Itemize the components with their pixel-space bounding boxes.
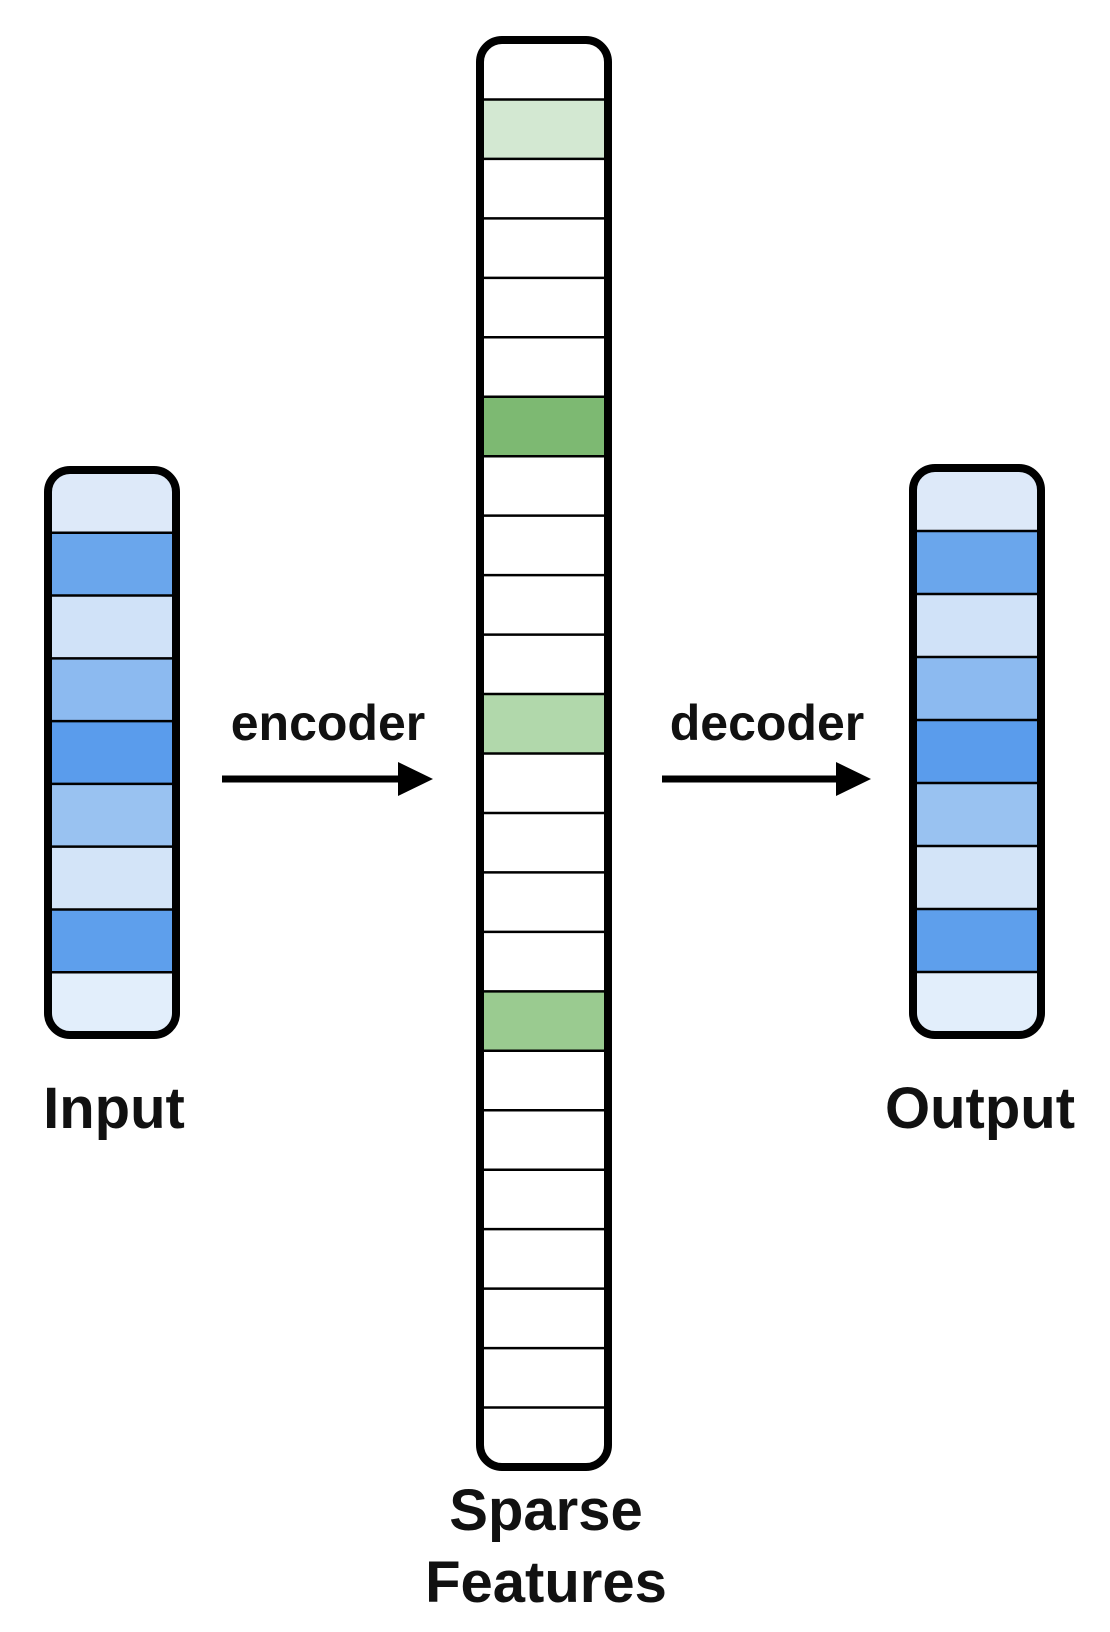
sparse-feature-cell-17 [480,991,608,1051]
input-cell-1 [48,470,176,533]
output-vector [909,464,1045,1039]
output-cell-5 [913,720,1041,783]
sparse-feature-cell-23 [480,1348,608,1408]
sparse-feature-cell-7 [480,396,608,457]
sparse-feature-cell-16 [480,931,608,992]
decoder-label: decoder [670,695,865,751]
output-cell-1 [913,468,1041,531]
output-cell-6 [913,783,1041,846]
sparse-feature-cell-15 [480,872,608,932]
input-cell-4 [48,658,176,722]
output-cell-2 [913,531,1041,594]
sparse-feature-cell-13 [480,753,608,813]
sparse-feature-cell-22 [480,1288,608,1349]
sparse-feature-cell-8 [480,456,608,516]
sparse-feature-cell-24 [480,1407,608,1467]
decoder-arrow [662,762,871,796]
sparse-feature-cell-1 [480,40,608,100]
encoder-arrow [222,762,433,796]
sparse-feature-cell-6 [480,337,608,397]
sparse-feature-cell-9 [480,515,608,576]
sparse-features-label-line2: Features [425,1550,667,1615]
sparse-feature-cell-11 [480,634,608,695]
sparse-feature-cell-10 [480,575,608,635]
input-cell-9 [48,972,176,1035]
sparse-feature-cell-12 [480,694,608,754]
input-cell-3 [48,595,176,659]
sparse-feature-cell-5 [480,277,608,338]
output-cell-9 [913,972,1041,1035]
input-label: Input [43,1076,185,1141]
encoder-label: encoder [231,695,426,751]
sparse-feature-cell-19 [480,1110,608,1170]
input-vector [44,466,180,1039]
sparse-feature-cell-21 [480,1229,608,1289]
output-cell-8 [913,909,1041,972]
input-cell-5 [48,721,176,784]
input-cell-8 [48,909,176,973]
input-cell-7 [48,846,176,910]
sparse-feature-cell-20 [480,1169,608,1230]
output-label: Output [885,1076,1075,1141]
sparse-feature-cell-4 [480,218,608,278]
sparse-feature-cell-14 [480,812,608,873]
output-cell-4 [913,657,1041,720]
sparse-feature-cell-2 [480,99,608,159]
input-cell-2 [48,532,176,596]
sparse-feature-cell-3 [480,158,608,219]
sparse-features-vector [476,36,612,1471]
sparse-features-label-line1: Sparse [449,1478,642,1543]
sparse-feature-cell-18 [480,1050,608,1111]
input-cell-6 [48,783,176,847]
output-cell-3 [913,594,1041,657]
output-cell-7 [913,846,1041,909]
